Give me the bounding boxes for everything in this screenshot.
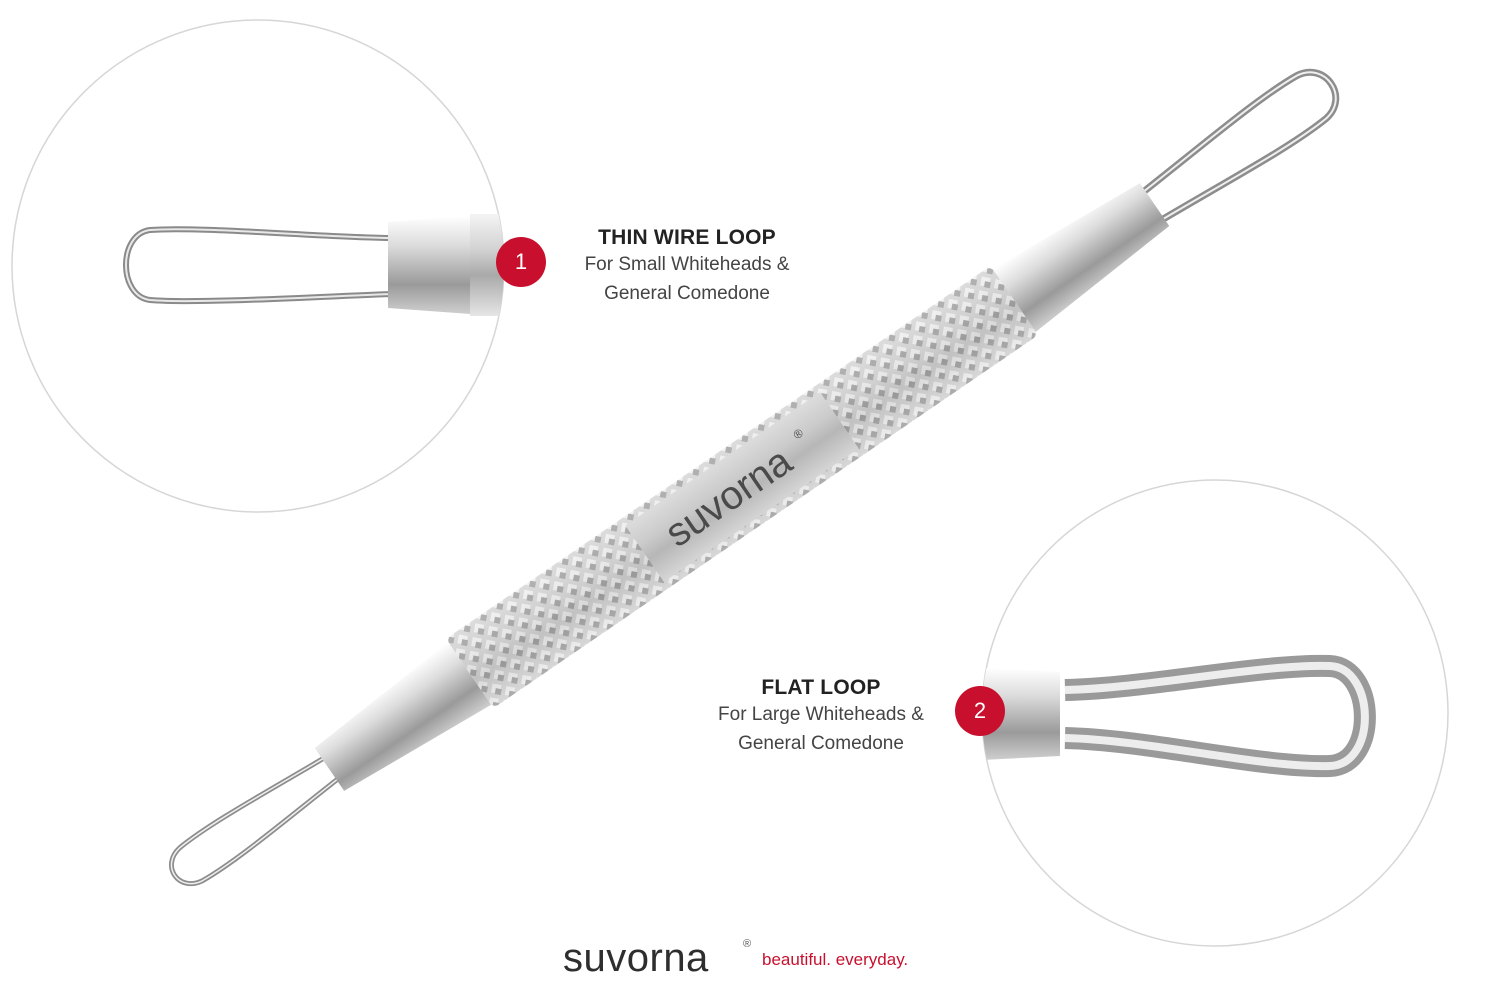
- brand-tagline: beautiful. everyday.: [762, 950, 909, 969]
- callout-thin-wire-loop: THIN WIRE LOOP For Small Whiteheads & Ge…: [556, 226, 818, 308]
- flat-loop-zoom: [981, 479, 1449, 947]
- callout-desc-line2: General Comedone: [604, 283, 770, 304]
- callout-desc-line1: For Large Whiteheads &: [718, 704, 924, 725]
- callout-title: FLAT LOOP: [761, 676, 881, 699]
- callout-flat-loop: FLAT LOOP For Large Whiteheads & General…: [690, 676, 952, 758]
- extractor-tool: suvorna ®: [168, 68, 1340, 887]
- brand-registered-mark: ®: [743, 938, 752, 950]
- callout-badge-1: 1: [496, 237, 546, 287]
- callout-desc-line2: General Comedone: [738, 733, 904, 754]
- callout-badge-2: 2: [955, 686, 1005, 736]
- callout-title: THIN WIRE LOOP: [598, 226, 776, 249]
- thin-wire-loop-zoom: [11, 19, 505, 513]
- callout-desc-line1: For Small Whiteheads &: [584, 254, 790, 275]
- brand-logo: suvorna: [563, 936, 709, 980]
